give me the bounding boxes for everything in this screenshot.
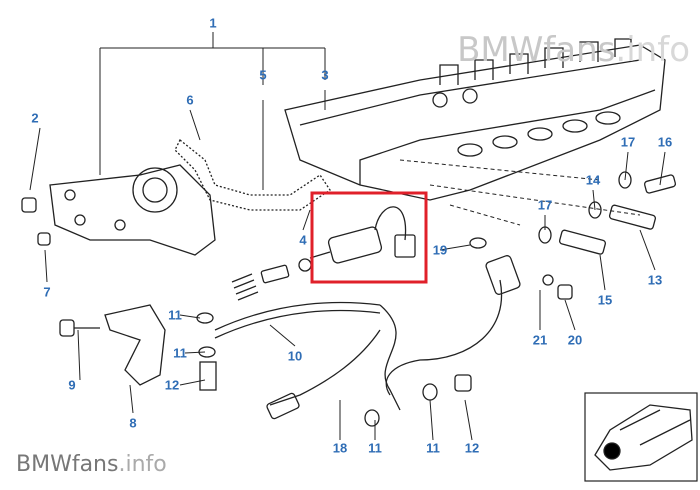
- callout-label[interactable]: 12: [164, 377, 180, 393]
- vanos-housing: [21, 164, 216, 256]
- bracket-and-bolts: [59, 304, 472, 427]
- callout-label[interactable]: 6: [186, 92, 194, 108]
- callout-label[interactable]: 10: [287, 348, 303, 364]
- callout-label[interactable]: 20: [567, 332, 583, 348]
- callout-label[interactable]: 12: [464, 440, 480, 456]
- callout-label[interactable]: 5: [259, 67, 267, 83]
- callout-label[interactable]: 2: [31, 110, 39, 126]
- callout-label[interactable]: 11: [368, 440, 382, 456]
- callout-label[interactable]: 11: [173, 345, 187, 361]
- cylinder-head: [284, 38, 666, 201]
- watermark-brand: BMWfans: [457, 30, 616, 70]
- watermark-top: BMWfans.info: [457, 30, 690, 70]
- callout-label[interactable]: 18: [332, 440, 348, 456]
- spring-and-plug: [231, 258, 312, 301]
- location-marker: [603, 442, 621, 460]
- callout-label[interactable]: 13: [647, 272, 663, 288]
- callout-label[interactable]: 14: [585, 172, 601, 188]
- callout-label[interactable]: 8: [129, 415, 137, 431]
- callout-label[interactable]: 17: [537, 197, 553, 213]
- highlight-box: [310, 191, 428, 284]
- watermark-suffix: .info: [615, 30, 690, 70]
- callout-label[interactable]: 11: [426, 440, 440, 456]
- watermark-bottom: BMWfans.info: [16, 452, 167, 477]
- callout-label[interactable]: 15: [597, 292, 613, 308]
- callout-label[interactable]: 4: [299, 232, 307, 248]
- sensors-and-fittings: [469, 171, 677, 300]
- callout-label[interactable]: 19: [432, 242, 448, 258]
- oil-lines: [214, 279, 503, 420]
- callout-label[interactable]: 16: [657, 134, 673, 150]
- callout-label[interactable]: 9: [68, 377, 76, 393]
- callout-label[interactable]: 7: [43, 284, 51, 300]
- callout-label[interactable]: 3: [321, 67, 329, 83]
- watermark-suffix: .info: [118, 452, 167, 477]
- callout-label[interactable]: 17: [620, 134, 636, 150]
- car-location-inset: [584, 392, 698, 482]
- callout-label[interactable]: 21: [532, 332, 548, 348]
- callout-label[interactable]: 11: [168, 307, 182, 323]
- watermark-brand: BMWfans: [16, 452, 119, 477]
- gasket: [174, 138, 331, 211]
- callout-label[interactable]: 1: [209, 15, 217, 31]
- solenoid-valve: [309, 206, 416, 264]
- leader-lines: [29, 32, 666, 441]
